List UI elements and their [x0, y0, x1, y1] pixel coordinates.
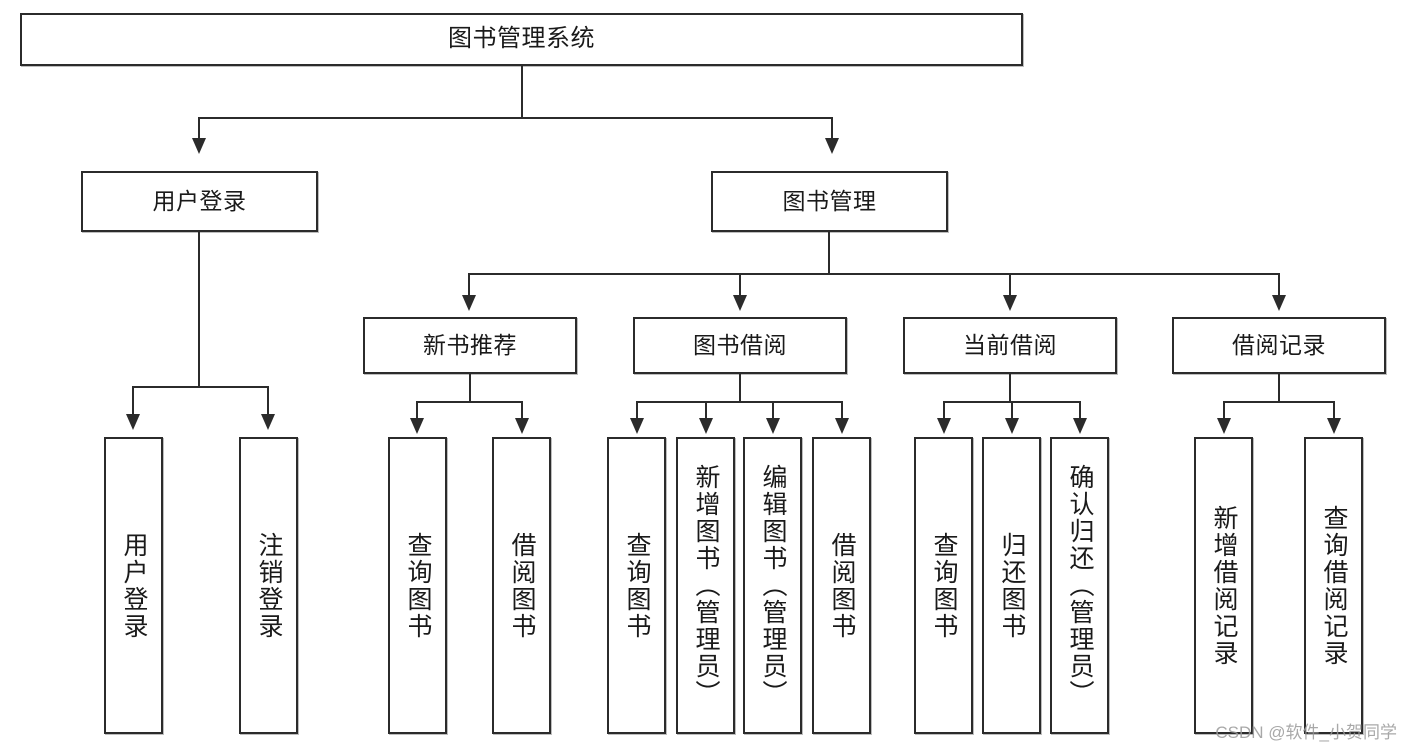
connector-bb-to-leaf-3: [841, 401, 843, 419]
arrow-bm-to-new-book: [462, 295, 476, 311]
connector-nb-to-leaf-0: [416, 401, 418, 419]
node-label: 图书管理: [782, 187, 877, 214]
connector-bm-to-book-borrow: [739, 273, 741, 297]
arrow-bb-to-leaf-3: [835, 418, 849, 434]
connector-current-borrow-stem: [1009, 374, 1011, 402]
node-label: 借阅图书: [508, 531, 536, 640]
leaf-user-login-login[interactable]: 用户登录: [104, 437, 163, 734]
node-label: 确认归还（管理员）: [1066, 464, 1094, 707]
node-label: 查询图书: [623, 531, 651, 640]
leaf-book-borrow-borrow-book[interactable]: 借阅图书: [812, 437, 871, 734]
connector-new-book-stem: [469, 374, 471, 402]
connector-book-management-stem: [828, 232, 830, 274]
node-label: 图书管理系统: [448, 25, 595, 53]
connector-root-to-user-login: [198, 117, 200, 141]
arrow-cb-to-leaf-1: [1005, 418, 1019, 434]
arrow-bb-to-leaf-1: [699, 418, 713, 434]
connector-bm-to-new-book: [468, 273, 470, 297]
arrow-cb-to-leaf-0: [937, 418, 951, 434]
connector-book-borrow-stem: [739, 374, 741, 402]
arrow-bb-to-leaf-2: [766, 418, 780, 434]
connector-br-to-leaf-0: [1223, 401, 1225, 419]
arrow-bm-to-book-borrow: [733, 295, 747, 311]
node-label: 查询图书: [404, 531, 432, 640]
connector-user-login-stem: [198, 232, 200, 387]
connector-user-login-bus: [132, 386, 268, 388]
connector-bm-to-borrow-record: [1278, 273, 1280, 297]
leaf-borrow-record-add-record[interactable]: 新增借阅记录: [1194, 437, 1253, 734]
node-label: 用户登录: [120, 531, 148, 640]
connector-cb-to-leaf-2: [1079, 401, 1081, 419]
connector-nb-to-leaf-1: [521, 401, 523, 419]
node-label: 新书推荐: [423, 331, 517, 358]
node-book-borrow[interactable]: 图书借阅: [633, 317, 847, 374]
leaf-user-login-logout[interactable]: 注销登录: [239, 437, 298, 734]
leaf-current-borrow-confirm-return-admin[interactable]: 确认归还（管理员）: [1050, 437, 1109, 734]
connector-user-login-to-leaf-1: [267, 386, 269, 416]
connector-bb-to-leaf-2: [772, 401, 774, 419]
connector-root-to-book-management: [831, 117, 833, 141]
node-label: 图书借阅: [693, 331, 787, 358]
node-label: 当前借阅: [963, 331, 1057, 358]
arrow-root-to-book-management: [825, 138, 839, 154]
connector-new-book-bus: [416, 401, 523, 403]
arrow-user-login-to-leaf-0: [126, 414, 140, 430]
arrow-br-to-leaf-0: [1217, 418, 1231, 434]
node-label: 查询图书: [930, 531, 958, 640]
node-label: 用户登录: [152, 187, 247, 214]
connector-cb-to-leaf-1: [1011, 401, 1013, 419]
arrow-root-to-user-login: [192, 138, 206, 154]
arrow-bb-to-leaf-0: [630, 418, 644, 434]
node-label: 查询借阅记录: [1320, 504, 1348, 667]
connector-borrow-record-bus: [1223, 401, 1335, 403]
leaf-current-borrow-query-book[interactable]: 查询图书: [914, 437, 973, 734]
connector-book-borrow-bus: [636, 401, 843, 403]
node-root-book-management-system[interactable]: 图书管理系统: [20, 13, 1023, 66]
node-new-book-recommend[interactable]: 新书推荐: [363, 317, 577, 374]
csdn-watermark: CSDN @软件_小贺同学: [1215, 723, 1397, 742]
connector-root-bus: [198, 117, 833, 119]
node-user-login[interactable]: 用户登录: [81, 171, 318, 232]
node-label: 编辑图书（管理员）: [759, 464, 787, 707]
node-label: 新增图书（管理员）: [692, 464, 720, 707]
connector-user-login-to-leaf-0: [132, 386, 134, 416]
leaf-new-book-borrow-book[interactable]: 借阅图书: [492, 437, 551, 734]
connector-cb-to-leaf-0: [943, 401, 945, 419]
arrow-bm-to-current-borrow: [1003, 295, 1017, 311]
connector-bm-to-current-borrow: [1009, 273, 1011, 297]
node-label: 注销登录: [255, 531, 283, 640]
node-label: 借阅图书: [828, 531, 856, 640]
connector-root-stem: [521, 66, 523, 118]
node-current-borrow[interactable]: 当前借阅: [903, 317, 1117, 374]
connector-bb-to-leaf-0: [636, 401, 638, 419]
arrow-nb-to-leaf-0: [410, 418, 424, 434]
connector-book-management-bus: [468, 273, 1280, 275]
node-borrow-record[interactable]: 借阅记录: [1172, 317, 1386, 374]
connector-br-to-leaf-1: [1333, 401, 1335, 419]
arrow-user-login-to-leaf-1: [261, 414, 275, 430]
leaf-new-book-query-book[interactable]: 查询图书: [388, 437, 447, 734]
arrow-bm-to-borrow-record: [1272, 295, 1286, 311]
leaf-book-borrow-add-book-admin[interactable]: 新增图书（管理员）: [676, 437, 735, 734]
node-book-management[interactable]: 图书管理: [711, 171, 948, 232]
leaf-book-borrow-edit-book-admin[interactable]: 编辑图书（管理员）: [743, 437, 802, 734]
leaf-current-borrow-return-book[interactable]: 归还图书: [982, 437, 1041, 734]
arrow-br-to-leaf-1: [1327, 418, 1341, 434]
leaf-book-borrow-query-book[interactable]: 查询图书: [607, 437, 666, 734]
connector-borrow-record-stem: [1278, 374, 1280, 402]
node-label: 归还图书: [998, 531, 1026, 640]
arrow-cb-to-leaf-2: [1073, 418, 1087, 434]
node-label: 借阅记录: [1232, 331, 1326, 358]
connector-bb-to-leaf-1: [705, 401, 707, 419]
arrow-nb-to-leaf-1: [515, 418, 529, 434]
leaf-borrow-record-query-record[interactable]: 查询借阅记录: [1304, 437, 1363, 734]
node-label: 新增借阅记录: [1210, 504, 1238, 667]
